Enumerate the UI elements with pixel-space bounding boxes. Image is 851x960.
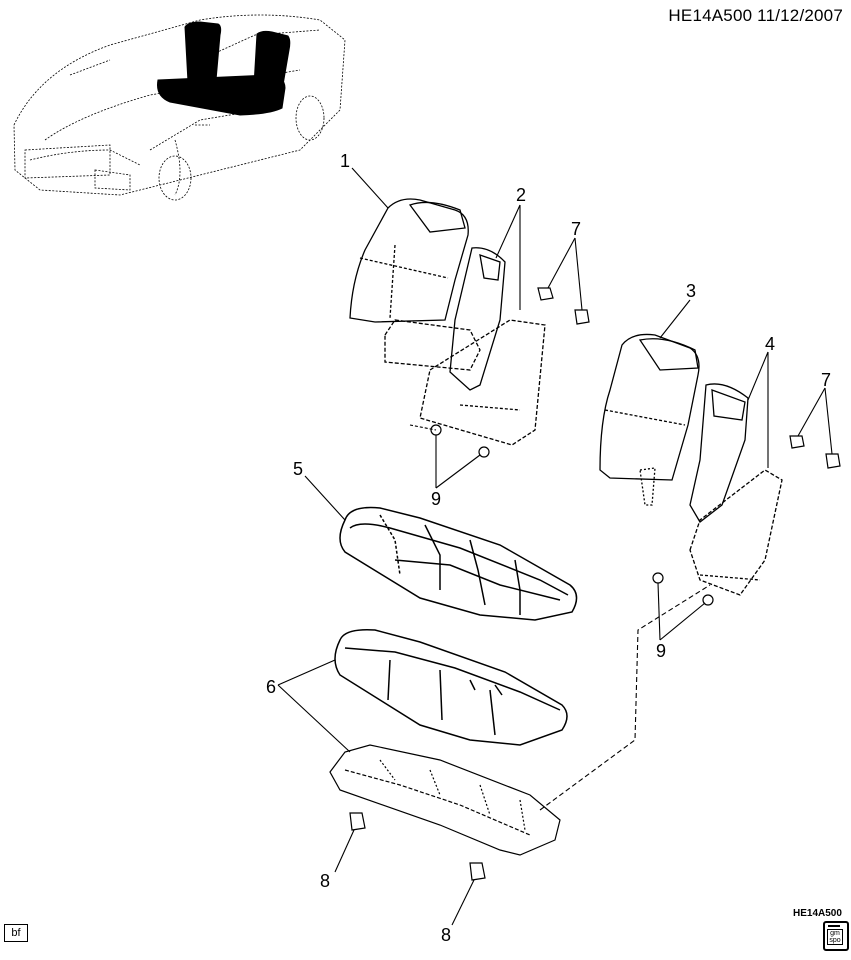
callout-4: 4: [765, 334, 776, 354]
callout-2: 2: [516, 185, 527, 205]
fasteners: [349, 287, 841, 881]
rear-seat-highlight: [157, 21, 291, 116]
vehicle-locator-illustration: [13, 14, 346, 201]
callout-5: 5: [293, 459, 304, 479]
logo-mark: gm spo: [827, 929, 843, 945]
seat-cushion: [334, 628, 568, 746]
callout-7-right: 7: [821, 370, 832, 390]
logo-bottom-text: spo: [829, 937, 841, 944]
logo-bar: [828, 925, 840, 927]
callout-1: 1: [340, 151, 351, 171]
seatback-right-assembly: [599, 333, 783, 596]
seatback-left-assembly: [349, 198, 546, 446]
callout-7-left: 7: [571, 219, 582, 239]
cushion-frame: [329, 744, 561, 856]
seat-cushion-cover: [339, 506, 578, 621]
callout-6: 6: [266, 677, 277, 697]
callout-9-right: 9: [656, 641, 667, 661]
callout-8-right: 8: [441, 925, 452, 945]
logo-top-text: gm: [830, 930, 840, 937]
leader-lines: [277, 167, 833, 926]
callout-8-left: 8: [320, 871, 331, 891]
corner-tag: bf: [4, 924, 28, 942]
callout-9-left: 9: [431, 489, 442, 509]
gm-spo-logo: gm spo: [823, 921, 849, 951]
diagram-ref-code: HE14A500: [793, 908, 842, 919]
callout-3: 3: [686, 281, 697, 301]
diagram-header: HE14A500 11/12/2007: [668, 6, 843, 25]
